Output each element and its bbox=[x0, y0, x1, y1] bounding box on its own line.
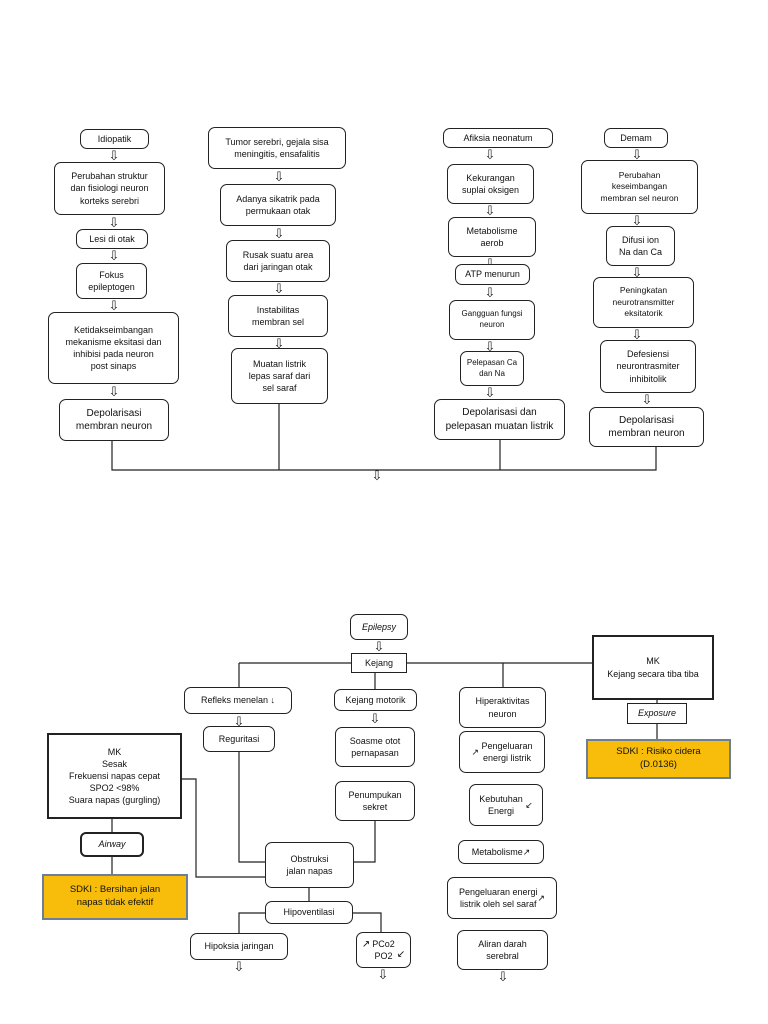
arrow-down-icon: ↙ bbox=[396, 949, 406, 960]
down-arrow-icon: ⇩ bbox=[484, 385, 496, 400]
cause-idiopatik: Idiopatik bbox=[80, 129, 149, 149]
cause-depolarisasi-2: Depolarisasi membran neuron bbox=[589, 407, 704, 447]
arrow-up-icon: ↗ bbox=[522, 846, 531, 857]
cause-pelepasan-ca: Pelepasan Ca dan Na bbox=[460, 351, 524, 386]
down-arrow-icon: ⇩ bbox=[641, 392, 653, 407]
down-arrow-icon: ⇩ bbox=[484, 203, 496, 218]
node-refleks-menelan: Refleks menelan ↓ bbox=[184, 687, 292, 714]
down-arrow-icon: ⇩ bbox=[483, 257, 497, 270]
node-hipoventilasi: Hipoventilasi bbox=[265, 901, 353, 924]
down-arrow-icon: ⇩ bbox=[233, 959, 245, 974]
mk-sesak-box: MK Sesak Frekuensi napas cepat SPO2 <98%… bbox=[47, 733, 182, 819]
cause-metabolisme-aerob: Metabolisme aerob bbox=[448, 217, 536, 257]
down-arrow-icon: ⇩ bbox=[108, 248, 120, 263]
node-hipoksia: Hipoksia jaringan bbox=[190, 933, 288, 960]
node-kejang-motorik: Kejang motorik bbox=[334, 689, 417, 711]
cause-gangguan-fungsi: Gangguan fungsi neuron bbox=[449, 300, 535, 340]
cause-depolarisasi-1: Depolarisasi membran neuron bbox=[59, 399, 169, 441]
down-arrow-icon: ⇩ bbox=[497, 969, 509, 984]
node-kejang: Kejang bbox=[351, 653, 407, 673]
mk-kejang-box: MK Kejang secara tiba tiba bbox=[592, 635, 714, 700]
down-arrow-icon: ⇩ bbox=[273, 281, 285, 296]
cause-fokus: Fokus epileptogen bbox=[76, 263, 147, 299]
arrow-up-icon: ↗ bbox=[471, 746, 479, 757]
down-arrow-icon: ⇩ bbox=[369, 711, 381, 726]
down-arrow-icon: ⇩ bbox=[631, 213, 643, 228]
arrow-down-icon: ↙ bbox=[525, 799, 533, 810]
cause-muatan-listrik: Muatan listrik lepas saraf dari sel sara… bbox=[231, 348, 328, 404]
node-aliran-darah: Aliran darah serebral bbox=[457, 930, 548, 970]
cause-tumor: Tumor serebri, gejala sisa meningitis, e… bbox=[208, 127, 346, 169]
node-kebutuhan-energi: Kebutuhan Energi ↙ bbox=[469, 784, 543, 826]
down-arrow-icon: ⇩ bbox=[371, 468, 383, 483]
sdki-risiko-cidera: SDKI : Risiko cidera (D.0136) bbox=[586, 739, 731, 779]
arrow-up-icon: ↗ bbox=[537, 892, 546, 903]
cause-kekurangan-oksigen: Kekurangan suplai oksigen bbox=[447, 164, 534, 204]
arrow-down-icon: ↓ bbox=[270, 695, 276, 706]
down-arrow-icon: ⇩ bbox=[631, 327, 643, 342]
node-metabolisme: Metabolisme↗ bbox=[458, 840, 544, 864]
cause-difusi-ion: Difusi ion Na dan Ca bbox=[606, 226, 675, 266]
down-arrow-icon: ⇩ bbox=[377, 967, 389, 982]
node-soasme: Soasme otot pernapasan bbox=[335, 727, 415, 767]
down-arrow-icon: ⇩ bbox=[233, 714, 245, 729]
node-penumpukan: Penumpukan sekret bbox=[335, 781, 415, 821]
down-arrow-icon: ⇩ bbox=[273, 336, 285, 351]
cause-rusak-area: Rusak suatu area dari jaringan otak bbox=[226, 240, 330, 282]
cause-atp-menurun: ATP menurun bbox=[455, 264, 530, 285]
down-arrow-icon: ⇩ bbox=[108, 148, 120, 163]
down-arrow-icon: ⇩ bbox=[484, 285, 496, 300]
down-arrow-icon: ⇩ bbox=[273, 169, 285, 184]
node-epilepsy: Epilepsy bbox=[350, 614, 408, 640]
cause-afiksia: Afiksia neonatum bbox=[443, 128, 553, 148]
down-arrow-icon: ⇩ bbox=[631, 147, 643, 162]
down-arrow-icon: ⇩ bbox=[373, 639, 385, 654]
node-reguritasi: Reguritasi bbox=[203, 726, 275, 752]
down-arrow-icon: ⇩ bbox=[108, 384, 120, 399]
cause-perubahan-struktur: Perubahan struktur dan fisiologi neuron … bbox=[54, 162, 165, 215]
arrow-up-icon: ↗ bbox=[361, 939, 371, 950]
cause-perubahan-keseimbangan: Perubahan keseimbangan membran sel neuro… bbox=[581, 160, 698, 214]
node-pengeluaran-sel-saraf: Pengeluaran energi listrik oleh sel sara… bbox=[447, 877, 557, 919]
node-obstruksi: Obstruksi jalan napas bbox=[265, 842, 354, 888]
cause-defesiensi: Defesiensi neurontrasmiter inhibitolik bbox=[600, 340, 696, 393]
cause-ketidakseimbangan: Ketidakseimbangan mekanisme eksitasi dan… bbox=[48, 312, 179, 384]
cause-peningkatan-neurotransmitter: Peningkatan neurotransmitter eksitatorik bbox=[593, 277, 694, 328]
down-arrow-icon: ⇩ bbox=[108, 298, 120, 313]
down-arrow-icon: ⇩ bbox=[484, 147, 496, 162]
cause-depolarisasi-pelepasan: Depolarisasi dan pelepasan muatan listri… bbox=[434, 399, 565, 440]
node-airway: Airway bbox=[80, 832, 144, 857]
node-pengeluaran-energi: ↗ Pengeluaran energi listrik bbox=[459, 731, 545, 773]
down-arrow-icon: ⇩ bbox=[631, 265, 643, 280]
node-pco2-po2: ↗. PCo2 PO2 .↙ bbox=[356, 932, 411, 968]
down-arrow-icon: ⇩ bbox=[273, 226, 285, 241]
cause-demam: Demam bbox=[604, 128, 668, 148]
node-exposure: Exposure bbox=[627, 703, 687, 724]
node-hiperaktivitas: Hiperaktivitas neuron bbox=[459, 687, 546, 728]
cause-lesi: Lesi di otak bbox=[76, 229, 148, 249]
cause-sikatrik: Adanya sikatrik pada permukaan otak bbox=[220, 184, 336, 226]
cause-instabilitas: Instabilitas membran sel bbox=[228, 295, 328, 337]
down-arrow-icon: ⇩ bbox=[108, 215, 120, 230]
sdki-bersihan-jalan-napas: SDKI : Bersihan jalan napas tidak efekti… bbox=[42, 874, 188, 920]
down-arrow-icon: ⇩ bbox=[484, 339, 496, 354]
